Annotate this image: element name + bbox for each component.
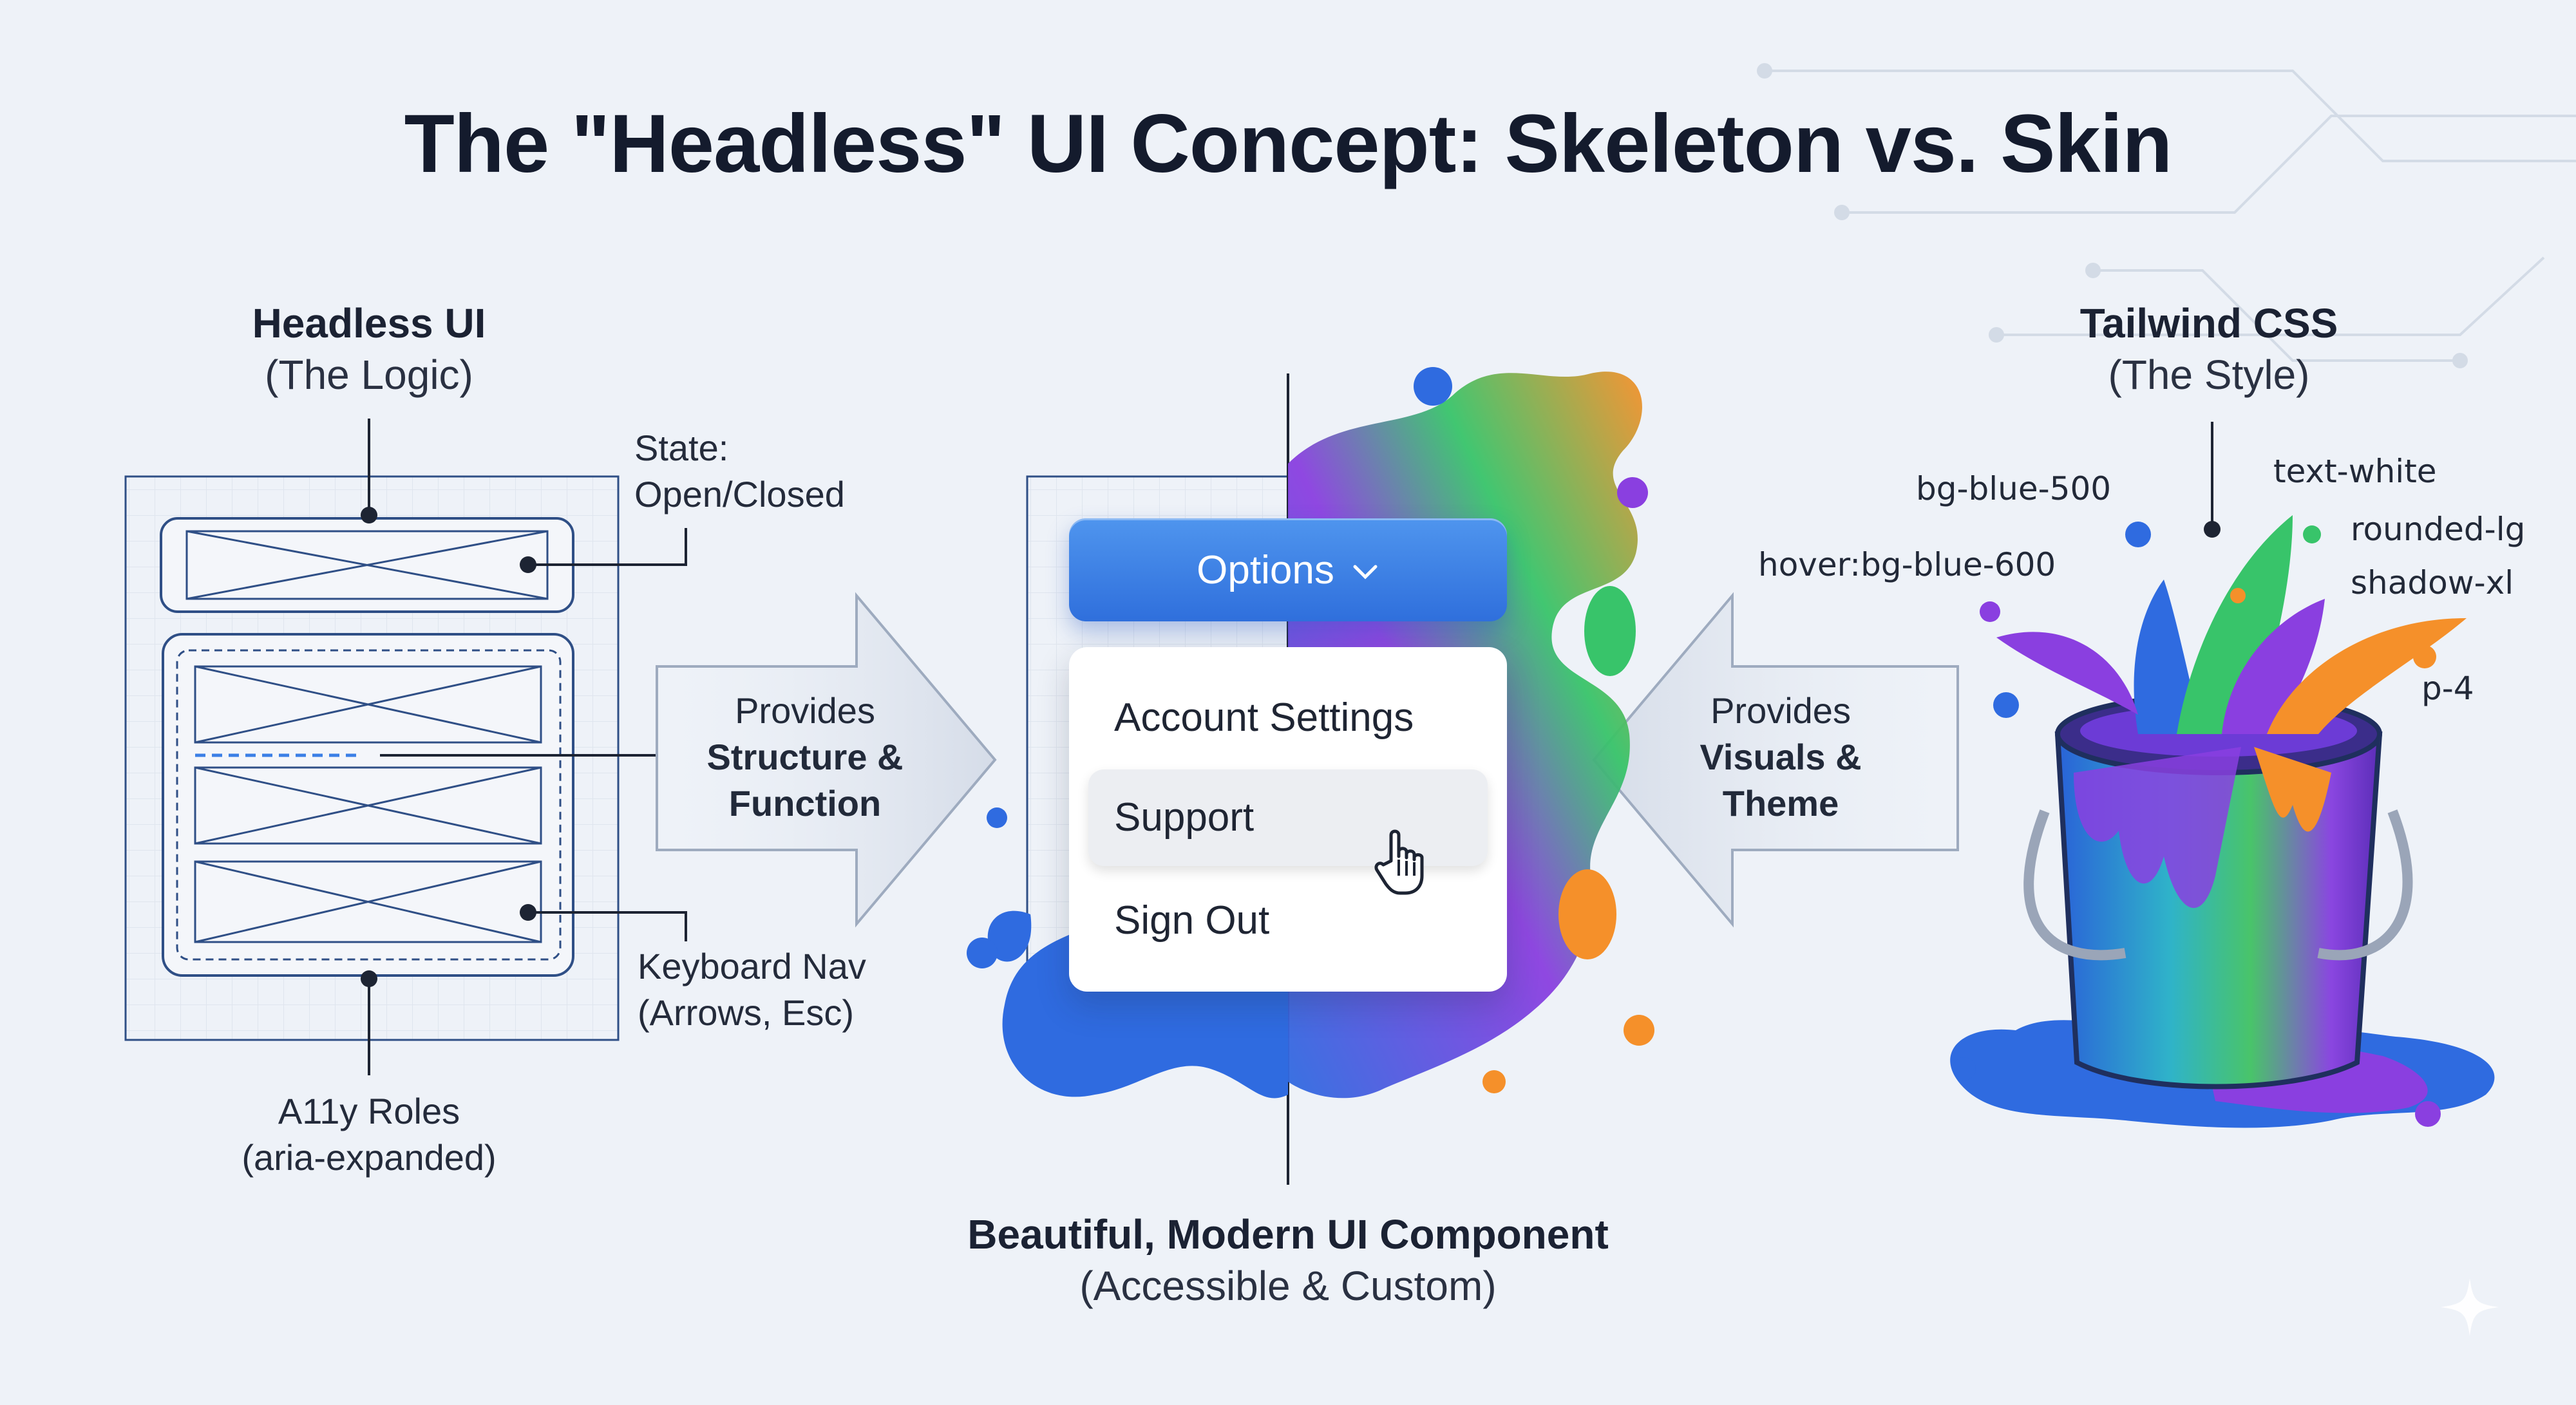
left-heading-group: Headless UI (The Logic) (176, 299, 562, 399)
left-arrow-shape (656, 592, 997, 928)
chevron-down-icon (1351, 554, 1379, 589)
paint-bucket-illustration (1950, 422, 2495, 1128)
left-arrow-line3: Function (728, 783, 882, 824)
class-bg-blue-500: bg-blue-500 (1916, 470, 2112, 507)
keyboard-callout: Keyboard Nav (Arrows, Esc) (638, 943, 866, 1036)
right-heading: Tailwind CSS (2079, 300, 2338, 346)
state-callout-line2: Open/Closed (634, 474, 845, 514)
sparkle-icon (2441, 1278, 2499, 1339)
keyboard-callout-line2: (Arrows, Esc) (638, 992, 854, 1033)
center-caption-sub: (Accessible & Custom) (1079, 1263, 1497, 1309)
page-title: The "Headless" UI Concept: Skeleton vs. … (404, 98, 2173, 190)
right-heading-group: Tailwind CSS (The Style) (2016, 299, 2402, 399)
class-shadow-xl: shadow-xl (2351, 564, 2514, 601)
right-arrow-label: Provides Visuals & Theme (1645, 688, 1916, 827)
right-arrow-line2: Visuals & (1700, 737, 1862, 777)
keyboard-callout-line1: Keyboard Nav (638, 946, 866, 986)
right-arrow-shape (1592, 592, 1959, 928)
options-button-label: Options (1197, 547, 1334, 592)
class-p-4: p-4 (2421, 670, 2474, 707)
state-callout-line1: State: (634, 428, 729, 468)
center-caption: Beautiful, Modern UI Component (Accessib… (837, 1211, 1739, 1310)
dropdown-menu: Account Settings Support Sign Out (1069, 647, 1507, 992)
left-heading: Headless UI (252, 300, 486, 346)
menu-item-account-settings[interactable]: Account Settings (1114, 695, 1414, 740)
right-subheading: (The Style) (2108, 352, 2310, 398)
left-arrow-line2: Structure & (706, 737, 904, 777)
state-callout: State: Open/Closed (634, 425, 845, 518)
class-rounded-lg: rounded-lg (2351, 511, 2526, 548)
class-text-white: text-white (2273, 453, 2437, 490)
right-arrow-line1: Provides (1710, 690, 1851, 731)
options-button[interactable]: Options (1069, 518, 1507, 621)
hand-cursor-icon (1372, 827, 1430, 901)
right-arrow-line3: Theme (1722, 783, 1839, 824)
a11y-callout: A11y Roles (aria-expanded) (176, 1088, 562, 1181)
left-arrow-label: Provides Structure & Function (670, 688, 940, 827)
left-arrow-line1: Provides (735, 690, 875, 731)
a11y-callout-line1: A11y Roles (278, 1091, 460, 1131)
menu-item-sign-out[interactable]: Sign Out (1114, 898, 1270, 943)
menu-item-support[interactable]: Support (1088, 769, 1488, 866)
center-caption-title: Beautiful, Modern UI Component (967, 1211, 1609, 1258)
wireframe-skeleton (124, 419, 687, 1075)
left-subheading: (The Logic) (265, 352, 473, 398)
class-hover-bg-blue-600: hover:bg-blue-600 (1758, 546, 2056, 583)
a11y-callout-line2: (aria-expanded) (242, 1137, 497, 1178)
circuit-lines (1757, 63, 2576, 368)
